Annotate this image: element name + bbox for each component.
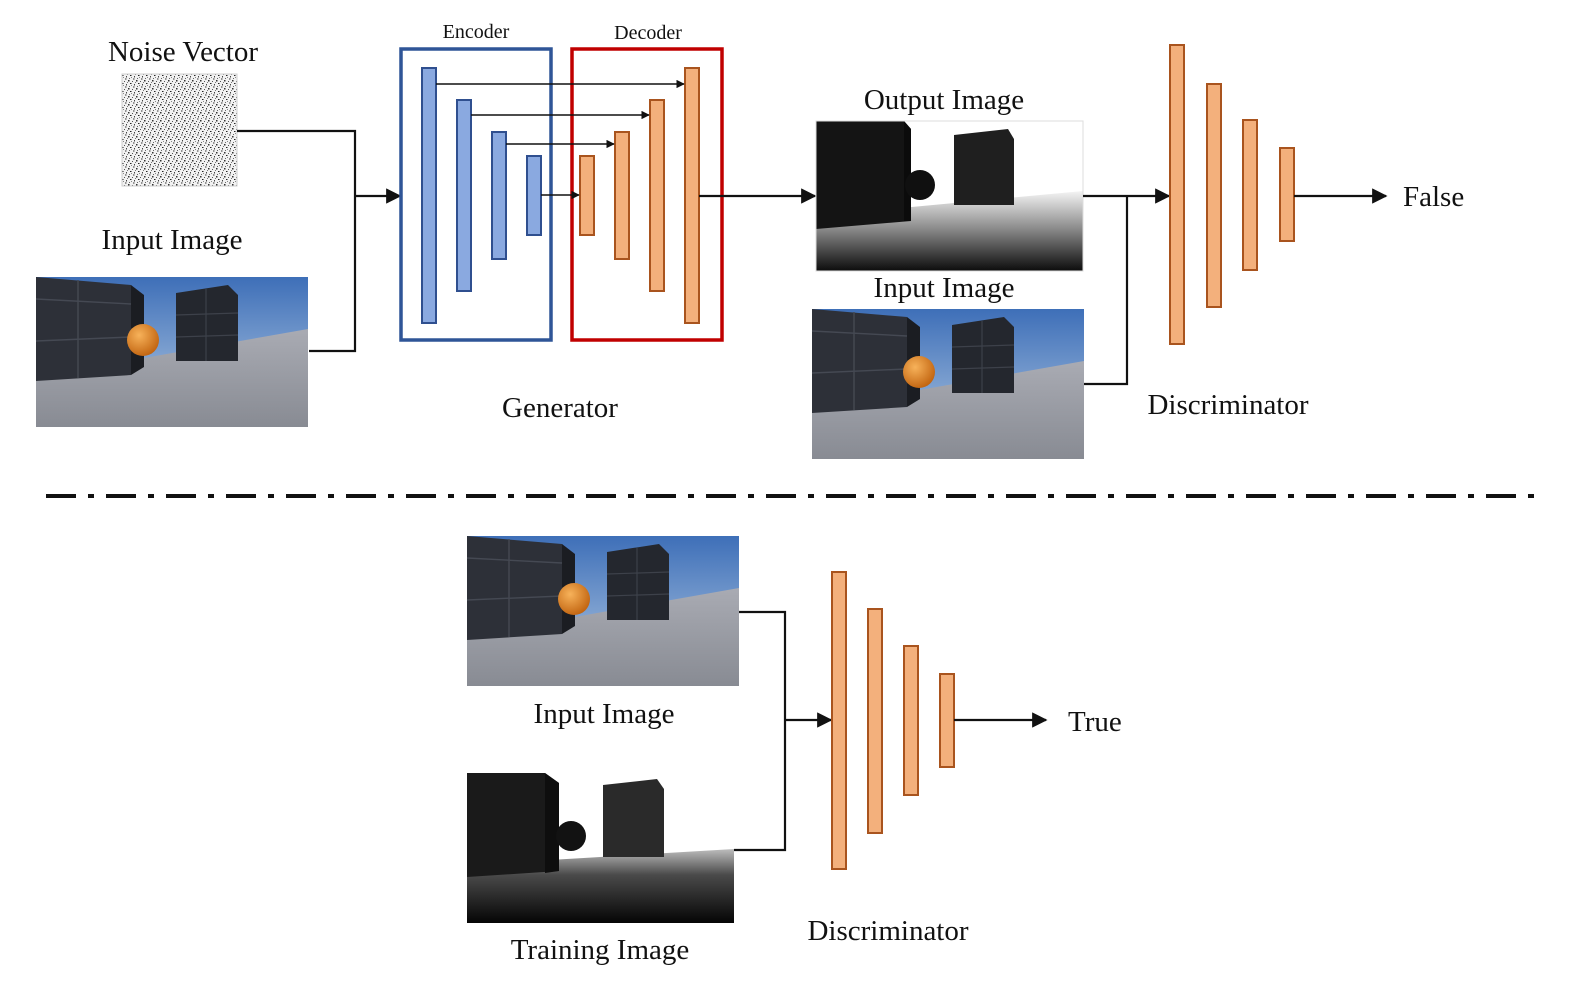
encoder-layer-1	[421, 67, 437, 324]
decoder-label: Decoder	[614, 22, 682, 44]
input-image-label-2: Input Image	[874, 272, 1015, 304]
bottom-connector	[734, 610, 787, 852]
input-image-label-bottom: Input Image	[534, 698, 675, 730]
input-image-bottom	[466, 535, 740, 687]
input-image-label: Input Image	[102, 224, 243, 256]
input-connector	[237, 129, 357, 353]
encoder-layer-4	[526, 155, 542, 236]
discriminator-bottom-layer-2	[867, 608, 883, 834]
false-label: False	[1403, 181, 1464, 213]
discriminator-label-bottom: Discriminator	[807, 915, 968, 947]
discriminator-layer-3	[1242, 119, 1258, 271]
noise-vector-image	[121, 73, 238, 187]
discriminator-layer-4	[1279, 147, 1295, 242]
encoder-layer-3	[491, 131, 507, 260]
discriminator-layer-1	[1169, 44, 1185, 345]
input-connector-2	[1084, 196, 1129, 386]
discriminator-bottom-layer-1	[831, 571, 847, 870]
decoder-layer-4	[684, 67, 700, 324]
training-image-label: Training Image	[511, 934, 690, 966]
input-image-discriminator	[811, 308, 1085, 460]
discriminator-layer-2	[1206, 83, 1222, 308]
discriminator-bottom-layer-4	[939, 673, 955, 768]
generator-label: Generator	[502, 392, 618, 424]
training-image	[467, 773, 734, 923]
decoder-layer-1	[579, 155, 595, 236]
decoder-layer-2	[614, 131, 630, 260]
output-image-label: Output Image	[864, 84, 1024, 116]
encoder-layer-2	[456, 99, 472, 292]
encoder-label: Encoder	[443, 21, 510, 43]
input-image-top	[35, 276, 309, 428]
decoder-layer-3	[649, 99, 665, 292]
noise-vector-label: Noise Vector	[108, 36, 258, 68]
output-image	[815, 120, 1084, 272]
discriminator-label: Discriminator	[1147, 389, 1308, 421]
true-label: True	[1068, 706, 1122, 738]
discriminator-bottom-layer-3	[903, 645, 919, 796]
